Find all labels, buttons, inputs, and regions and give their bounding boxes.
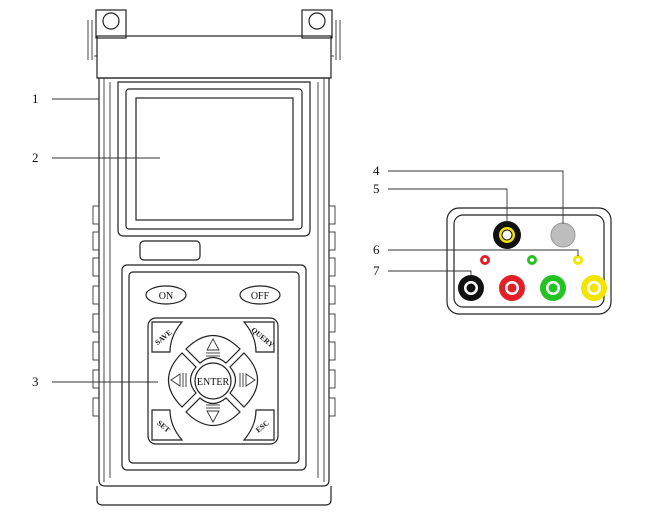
on-key[interactable] bbox=[145, 285, 187, 305]
indicator-window bbox=[139, 240, 201, 261]
callout-leaders bbox=[52, 98, 579, 383]
esc-key[interactable] bbox=[242, 409, 275, 441]
up-arrow-key[interactable] bbox=[185, 335, 241, 364]
dpad-frame bbox=[147, 317, 279, 445]
right-hinge-hole bbox=[308, 12, 326, 30]
led-red-center bbox=[483, 258, 487, 262]
down-arrow-icon bbox=[206, 404, 220, 423]
left-side-grips bbox=[92, 205, 100, 417]
query-key[interactable] bbox=[242, 321, 275, 353]
leader-5 bbox=[388, 188, 508, 223]
leader-4 bbox=[388, 170, 564, 224]
socket-5 bbox=[493, 221, 521, 249]
callout-2: 2 bbox=[32, 150, 39, 165]
screen-bezel bbox=[117, 81, 311, 237]
lcd-screen bbox=[135, 97, 294, 221]
save-key[interactable] bbox=[151, 321, 184, 353]
right-arrow-icon bbox=[239, 373, 256, 387]
keypad-panel-inner bbox=[128, 271, 300, 464]
left-hinge-hole bbox=[102, 12, 120, 30]
callout-numbers: 1 2 3 4 5 6 7 bbox=[32, 91, 380, 389]
left-arrow-icon bbox=[170, 373, 187, 387]
right-hinge-tab bbox=[301, 9, 333, 39]
terminal-green bbox=[540, 275, 566, 301]
outer-shell bbox=[98, 77, 330, 487]
set-key[interactable] bbox=[151, 409, 184, 441]
right-arrow-key[interactable] bbox=[229, 352, 258, 408]
connector-panel bbox=[446, 207, 612, 315]
callout-4: 4 bbox=[373, 163, 380, 178]
down-arrow-key[interactable] bbox=[185, 397, 241, 426]
callout-7: 7 bbox=[373, 263, 380, 278]
bottom-foot bbox=[96, 486, 332, 506]
connector-panel-inner bbox=[453, 214, 605, 308]
right-side-grips bbox=[328, 205, 336, 417]
left-hinge-tab bbox=[95, 9, 127, 39]
top-cap bbox=[96, 35, 332, 79]
led-yellow-center bbox=[576, 258, 580, 262]
terminal-yellow bbox=[581, 275, 607, 301]
up-arrow-icon bbox=[206, 338, 220, 357]
keypad-panel-outer bbox=[121, 264, 307, 471]
screen-outer bbox=[125, 88, 303, 230]
socket-4 bbox=[550, 222, 576, 248]
leader-7 bbox=[388, 270, 472, 276]
callout-1: 1 bbox=[32, 91, 39, 106]
off-key-label: OFF bbox=[251, 291, 270, 302]
socket-5-pin bbox=[501, 229, 513, 241]
terminal-black bbox=[458, 275, 484, 301]
callout-3: 3 bbox=[32, 374, 39, 389]
connector-panel-outer bbox=[446, 207, 612, 315]
set-key-label: SET bbox=[155, 418, 172, 434]
led-green-center bbox=[530, 258, 534, 262]
off-key[interactable] bbox=[239, 285, 281, 305]
device-body bbox=[87, 9, 341, 506]
enter-key[interactable] bbox=[194, 362, 232, 400]
callout-5: 5 bbox=[373, 181, 380, 196]
callout-6: 6 bbox=[373, 242, 380, 257]
on-key-label: ON bbox=[159, 291, 173, 302]
socket-4-cap bbox=[550, 222, 576, 248]
leader-6 bbox=[388, 249, 579, 256]
keypad: ON OFF SAVE QUERY SET ESC bbox=[145, 285, 281, 445]
enter-key-label: ENTER bbox=[197, 377, 230, 388]
left-arrow-key[interactable] bbox=[168, 352, 197, 408]
esc-key-label: ESC bbox=[254, 418, 271, 434]
terminal-red bbox=[499, 275, 525, 301]
